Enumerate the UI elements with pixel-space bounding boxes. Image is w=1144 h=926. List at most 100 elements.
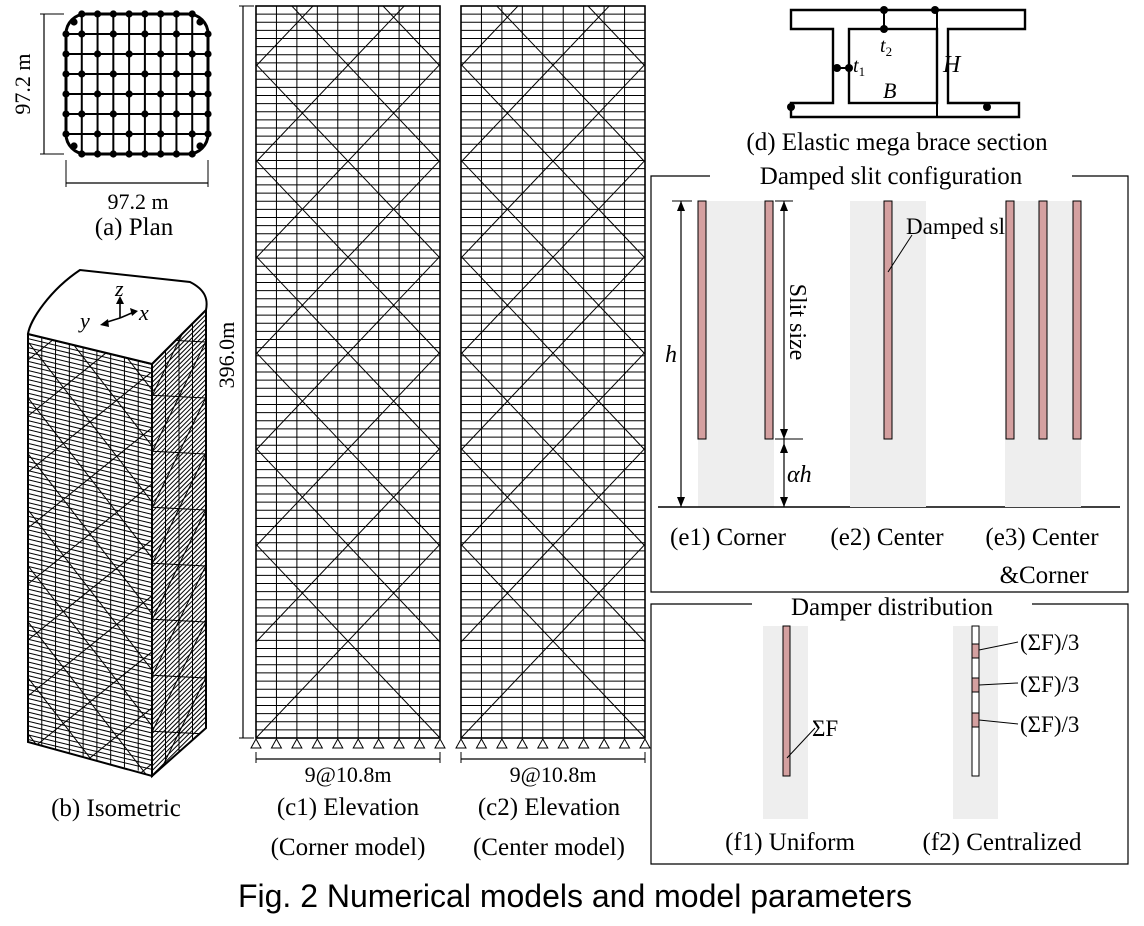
isometric-floor-line: [28, 456, 152, 488]
elevation-brace-line: [256, 351, 440, 547]
plan-grid: [66, 14, 208, 154]
slit-h-dim-arrow-bottom: [677, 497, 685, 507]
isometric-floor-line: [28, 606, 152, 638]
plan-node: [78, 70, 86, 78]
isometric-floor-line: [28, 442, 152, 474]
plan-view: 97.2 m 97.2 m (a) Plan: [10, 10, 212, 241]
isometric-floor-line: [152, 623, 206, 679]
isometric-brace-line: [28, 677, 152, 776]
isometric-floor-line: [152, 383, 206, 439]
isometric-floor-line: [28, 547, 152, 579]
isometric-floor-line: [28, 429, 152, 461]
elevation-corner-dim-bottom-label: 9@10.8m: [305, 762, 392, 787]
damper-f2-block-bottom: [971, 712, 980, 728]
isometric-floor-line: [28, 347, 152, 379]
isometric-floor-line: [28, 524, 152, 556]
isometric-floor-line: [28, 638, 152, 670]
isometric-floor-line: [152, 559, 206, 614]
isometric-floor-line: [152, 545, 206, 601]
isometric-floor-line: [28, 656, 152, 688]
isometric-floor-line: [152, 466, 206, 522]
elevation-brace-line: [461, 6, 610, 163]
slit-e3-center: [1038, 200, 1048, 440]
isometric-floor-line: [152, 402, 206, 457]
plan-node: [93, 150, 102, 158]
isometric-floor-line: [152, 318, 206, 374]
elevation-brace-line: [461, 159, 645, 355]
isometric-brace-line: [28, 509, 152, 671]
isometric-brace-line: [152, 843, 206, 846]
isometric-floor-line: [152, 711, 206, 767]
isometric-floor-line: [152, 540, 206, 596]
isometric-floor-line: [152, 684, 206, 739]
isometric-floor-line: [152, 674, 206, 730]
isometric-floor-line: [28, 552, 152, 584]
slit-label-slit-size: Slit size: [784, 284, 810, 361]
isometric-floor-line: [152, 452, 206, 508]
isometric-brace-line: [152, 394, 206, 399]
isometric-floor-line: [28, 666, 152, 698]
isometric-floor-line: [28, 379, 152, 411]
isometric-floor-line: [28, 397, 152, 429]
plan-node: [109, 10, 117, 18]
damper-label-third-2: (ΣF)/3: [1020, 672, 1079, 697]
plan-node: [157, 150, 165, 158]
isometric-floor-line: [152, 503, 206, 559]
isometric-brace-line: [28, 565, 152, 727]
isometric-brace-line: [28, 334, 152, 447]
isometric-axis-x-arrow: [130, 308, 138, 316]
plan-node: [141, 70, 149, 78]
elevation-center-caption-1: (c2) Elevation: [478, 794, 621, 821]
isometric-floor-line: [152, 600, 206, 656]
plan-node: [188, 130, 196, 138]
isometric-floor-line: [28, 474, 152, 506]
elevation-brace-line: [256, 63, 440, 259]
isometric-floor-line: [152, 378, 206, 434]
elevation-brace-line: [461, 351, 645, 547]
slit-caption-e2: (e2) Center: [830, 524, 944, 551]
isometric-floor-line: [152, 596, 206, 651]
isometric-floor-line: [152, 355, 206, 411]
isometric-floor-line: [152, 656, 206, 712]
elevation-support-icon: [331, 737, 344, 749]
isometric-floor-line: [28, 707, 152, 739]
isometric-floor-line: [28, 561, 152, 593]
elevation-support-icon: [393, 737, 405, 749]
elevation-support-icon: [639, 737, 651, 749]
elevation-center-supports: [455, 737, 651, 749]
plan-node: [172, 150, 181, 158]
brace-label-t2: t2: [880, 35, 892, 59]
isometric-floor-line: [28, 565, 152, 597]
isometric-brace-line: [152, 450, 206, 455]
plan-node: [172, 110, 181, 118]
isometric-floor-line: [152, 670, 206, 725]
isometric-right-face: [152, 310, 206, 846]
slit-size-dim-arrow-top: [780, 201, 788, 211]
isometric-floor-line: [152, 342, 206, 397]
plan-node: [93, 90, 102, 98]
elevation-center-outline: [460, 5, 646, 739]
isometric-floor-line: [28, 725, 152, 757]
elevation-center-caption-2: (Center model): [473, 834, 625, 861]
slit-caption-e3-line1: (e3) Center: [985, 524, 1099, 551]
damper-f2-leader-bottom: [978, 719, 1019, 725]
damper-f2-leader-middle: [978, 682, 1019, 686]
elevation-corner-view: 396.0m 9@10.8m (c1) Elevation (Corner mo…: [214, 5, 446, 861]
isometric-brace-line: [28, 36, 152, 136]
damper-label-third-3: (ΣF)/3: [1020, 712, 1079, 737]
isometric-floor-line: [28, 720, 152, 752]
isometric-floor-line: [28, 716, 152, 748]
isometric-floor-line: [28, 502, 152, 534]
plan-node: [109, 70, 117, 78]
isometric-floor-line: [28, 356, 152, 388]
damper-f2-slit: [971, 625, 980, 777]
isometric-floor-line: [152, 633, 206, 688]
damper-f2-block-top: [971, 643, 980, 659]
plan-node: [125, 130, 133, 138]
plan-node: [204, 110, 212, 118]
elevation-brace-line: [461, 447, 645, 643]
isometric-floor-line: [28, 679, 152, 711]
isometric-floor-line: [28, 424, 152, 456]
isometric-floor-line: [28, 479, 152, 511]
isometric-floor-line: [28, 360, 152, 392]
